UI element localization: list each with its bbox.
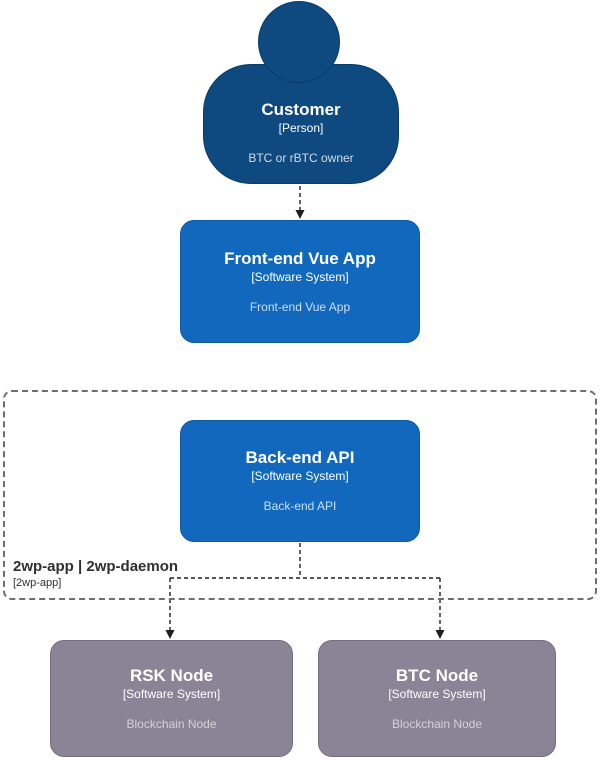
system-rsk-node: RSK Node [Software System] Blockchain No… [50,640,293,757]
node-type: [Software System] [251,269,349,284]
node-title: Back-end API [245,448,355,467]
person-head-icon [258,1,340,83]
node-description: Back-end API [263,499,337,513]
node-description: BTC or rBTC owner [248,151,354,165]
group-2wp-app: 2wp-app | 2wp-daemon [2wp-app] [3,390,597,600]
node-type: [Software System] [122,686,221,701]
group-label: 2wp-app | 2wp-daemon [13,558,179,575]
group-label-block: 2wp-app | 2wp-daemon [2wp-app] [13,558,178,590]
system-backend-api: Back-end API [Software System] Back-end … [180,420,420,542]
node-type: [Software System] [388,686,486,701]
node-title: Customer [261,100,341,119]
arrowhead-icon [295,210,305,219]
node-title: Front-end Vue App [224,248,376,268]
arrowhead-icon [435,630,445,639]
system-frontend-vue-app: Front-end Vue App [Software System] Fron… [180,220,420,343]
group-sublabel: [2wp-app] [13,577,62,589]
node-description: Front-end Vue App [249,299,351,314]
node-title: BTC Node [395,665,479,685]
arrowhead-icon [165,630,175,639]
node-description: Blockchain Node [391,716,483,731]
node-title: RSK Node [129,665,214,685]
node-type: [Person] [278,121,324,135]
system-btc-node: BTC Node [Software System] Blockchain No… [318,640,556,757]
node-type: [Software System] [251,469,349,483]
node-description: Blockchain Node [126,716,217,731]
person-body: Customer [Person] BTC or rBTC owner [203,64,399,184]
